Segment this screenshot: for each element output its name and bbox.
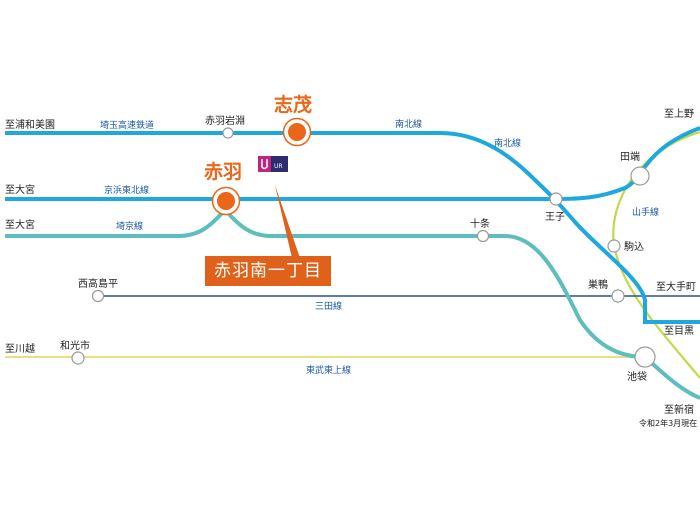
dest-ueno: 至上野: [664, 108, 694, 120]
station-tabata-marker: [630, 166, 650, 186]
line-label-keihin-tohoku: 京浜東北線: [104, 184, 149, 196]
station-shimo-marker: [284, 119, 310, 145]
dest-urawamisono: 至浦和美園: [5, 118, 55, 131]
line-label-saitama-kosoku: 埼玉高速鉄道: [100, 119, 154, 131]
station-akabane-marker: [213, 188, 239, 214]
line-label-tobu-tojo: 東武東上線: [306, 364, 351, 376]
nanboku-line: [5, 131, 700, 324]
date-note: 令和2年3月現在: [639, 418, 697, 428]
ur-logo-icon: UR: [258, 156, 288, 172]
station-jujo-marker: [476, 229, 490, 243]
property-callout: 赤羽南一丁目: [205, 256, 331, 286]
station-nishitakashimadaira-marker: [91, 289, 105, 303]
station-ikebukuro-label: 池袋: [627, 370, 647, 383]
station-akabane-iwabuchi-marker: [222, 127, 234, 139]
station-oji-marker: [549, 192, 563, 206]
station-wakoshi-label: 和光市: [60, 339, 90, 352]
dest-shinjuku: 至新宿: [664, 403, 694, 416]
dest-kawagoe: 至川越: [5, 342, 35, 355]
line-label-nanboku-1: 南北線: [395, 118, 422, 130]
keihin-tohoku-line: [5, 126, 700, 201]
dest-meguro: 至目黒: [664, 325, 694, 337]
station-tabata-label: 田端: [620, 150, 640, 163]
station-nishitakashimadaira-label: 西高島平: [78, 277, 118, 290]
station-ikebukuro-marker: [634, 346, 656, 368]
station-oji-label: 王子: [545, 211, 565, 223]
station-shimo-label: 志茂: [274, 93, 312, 116]
station-sugamo-marker: [611, 289, 625, 303]
line-label-mita: 三田線: [315, 300, 342, 312]
dest-omiya-saikyo: 至大宮: [5, 218, 35, 231]
station-komagome-label: 駒込: [624, 241, 644, 253]
svg-text:UR: UR: [274, 163, 283, 170]
station-sugamo-label: 巣鴨: [588, 278, 608, 291]
dest-omiya-keihin: 至大宮: [5, 183, 35, 196]
station-akabane-iwabuchi-label: 赤羽岩淵: [205, 114, 245, 127]
line-label-saikyo: 埼京線: [116, 220, 143, 232]
line-label-nanboku-2: 南北線: [494, 137, 521, 149]
line-label-yamanote: 山手線: [632, 206, 659, 218]
station-wakoshi-marker: [71, 351, 85, 365]
dest-otemachi: 至大手町: [656, 280, 696, 293]
yamanote-line: [612, 130, 700, 379]
station-akabane-label: 赤羽: [204, 161, 242, 183]
callout-pointer: [275, 185, 300, 258]
station-komagome-marker: [607, 239, 621, 253]
station-jujo-label: 十条: [470, 217, 490, 230]
